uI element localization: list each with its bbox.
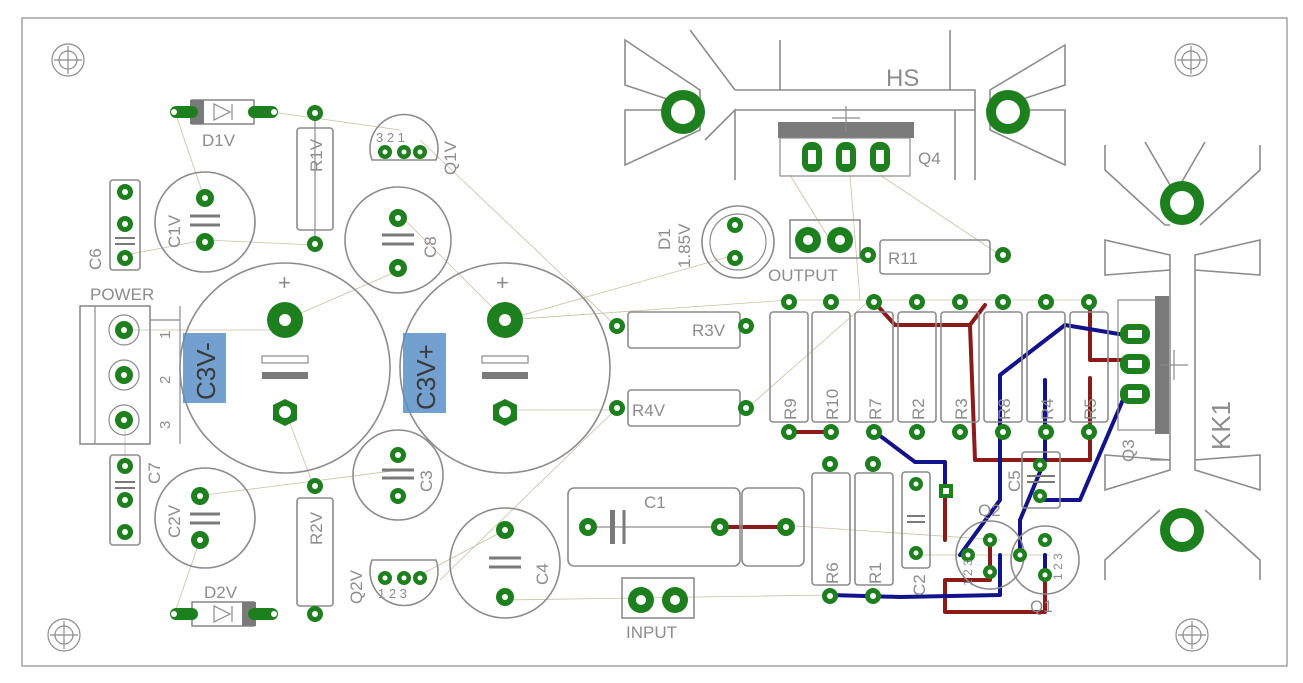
label-r10: R10 — [823, 389, 842, 420]
label-pin-2: 2 — [157, 376, 174, 384]
label-kk1: KK1 — [1206, 401, 1236, 450]
bottom-copper-traces — [828, 323, 1127, 599]
label-output: OUTPUT — [768, 266, 838, 285]
input-connector[interactable] — [621, 577, 695, 619]
capacitor-c1v[interactable] — [154, 171, 256, 273]
label-q2v-pins: 1 2 3 — [378, 586, 407, 601]
label-r1v: R1V — [307, 138, 326, 172]
label-q3: Q3 — [1119, 439, 1138, 462]
label-q4: Q4 — [918, 149, 941, 168]
resistor-r7[interactable] — [854, 294, 894, 440]
label-r5: R5 — [1081, 398, 1100, 420]
label-r3: R3 — [952, 398, 971, 420]
output-connector[interactable] — [789, 219, 861, 259]
label-c3v-plus: C3V+ — [411, 344, 441, 410]
resistor-r6[interactable] — [811, 456, 851, 604]
svg-text:+: + — [278, 270, 291, 295]
resistor-r2[interactable] — [897, 294, 937, 440]
capacitor-c3v-plus[interactable]: + — [399, 262, 611, 474]
mounting-hole-bottom-right — [1175, 618, 1209, 652]
label-q1: Q1 — [1030, 597, 1053, 616]
label-q2v: Q2V — [347, 569, 366, 604]
capacitor-c3v-minus[interactable]: + — [179, 262, 391, 474]
label-c1: C1 — [644, 493, 666, 512]
label-pin-3: 3 — [157, 421, 174, 429]
label-d1: D1 — [655, 228, 674, 250]
capacitor-c3[interactable] — [352, 429, 444, 521]
resistor-r11[interactable] — [860, 239, 1011, 275]
label-d1v: D1V — [202, 131, 236, 150]
label-r9: R9 — [781, 398, 800, 420]
diode-d1v[interactable] — [170, 99, 278, 125]
mounting-hole-top-right — [1174, 43, 1208, 77]
label-c3v-minus: C3V- — [191, 342, 221, 400]
svg-text:+: + — [496, 270, 509, 295]
heatsink-hs — [624, 29, 1066, 180]
label-r4v: R4V — [632, 401, 666, 420]
label-d1-value: 1.85V — [675, 223, 694, 268]
label-r3v: R3V — [692, 321, 726, 340]
label-r2v: R2V — [307, 511, 326, 545]
resistor-bank — [769, 294, 1109, 440]
capacitor-c4[interactable] — [449, 507, 561, 619]
label-r8: R8 — [995, 398, 1014, 420]
label-q1v: Q1V — [441, 140, 460, 175]
transistor-q2v[interactable] — [369, 559, 439, 607]
label-c4: C4 — [533, 563, 552, 585]
mounting-hole-top-left — [51, 43, 85, 77]
label-q2: Q2 — [978, 501, 1001, 520]
label-input: INPUT — [626, 623, 677, 642]
label-r2: R2 — [909, 398, 928, 420]
resistor-r1v[interactable] — [296, 105, 334, 252]
label-c5: C5 — [1005, 470, 1024, 492]
resistor-r3[interactable] — [940, 294, 980, 440]
mounting-hole-bottom-left — [47, 618, 81, 652]
label-power: POWER — [90, 285, 154, 304]
label-c8: C8 — [421, 236, 440, 258]
resistor-r2v[interactable] — [296, 478, 334, 622]
label-r11: R11 — [888, 249, 918, 268]
label-r6: R6 — [823, 562, 842, 584]
capacitor-c6[interactable] — [109, 179, 141, 271]
resistor-r8[interactable] — [983, 294, 1023, 440]
transistor-q3[interactable] — [1117, 296, 1188, 434]
label-c3: C3 — [417, 470, 436, 492]
resistor-r4v[interactable] — [609, 389, 754, 427]
resistor-r9[interactable] — [769, 294, 809, 440]
label-c6: C6 — [86, 248, 105, 270]
resistor-r3v[interactable] — [609, 311, 754, 349]
label-r1: R1 — [866, 562, 885, 584]
label-q2-pins: 1 2 3 — [961, 559, 975, 586]
capacitor-c1[interactable] — [567, 487, 805, 567]
label-r4: R4 — [1038, 398, 1057, 420]
capacitor-c8[interactable] — [344, 186, 452, 294]
capacitor-c2[interactable] — [901, 471, 931, 569]
transistor-q1v[interactable] — [369, 113, 439, 161]
transistor-q1[interactable] — [1010, 525, 1080, 595]
resistor-r4[interactable] — [1026, 294, 1066, 440]
label-d2v: D2V — [204, 583, 238, 602]
capacitor-c2v[interactable] — [154, 467, 256, 569]
transistor-q4[interactable] — [778, 106, 914, 177]
led-d1[interactable] — [701, 205, 775, 279]
capacitor-c7[interactable] — [109, 454, 141, 546]
highlight-c3v-minus — [183, 333, 226, 403]
resistor-r1[interactable] — [854, 456, 894, 604]
diode-d2v[interactable] — [170, 601, 278, 627]
label-c1v: C1V — [165, 214, 184, 248]
resistor-r10[interactable] — [811, 294, 851, 440]
label-c7: C7 — [145, 462, 164, 484]
board-outline — [21, 17, 1288, 667]
label-pin-1: 1 — [157, 331, 174, 339]
label-c2v: C2V — [165, 504, 184, 538]
label-r7: R7 — [866, 398, 885, 420]
highlight-c3v-plus — [403, 333, 446, 413]
capacitor-c5[interactable] — [1021, 451, 1061, 509]
label-q1-pins: 1 2 3 — [1051, 553, 1065, 580]
label-c2: C2 — [910, 574, 929, 596]
label-hs: HS — [886, 65, 919, 92]
resistor-r5[interactable] — [1069, 294, 1109, 440]
label-q1v-pins: 3 2 1 — [376, 130, 405, 145]
